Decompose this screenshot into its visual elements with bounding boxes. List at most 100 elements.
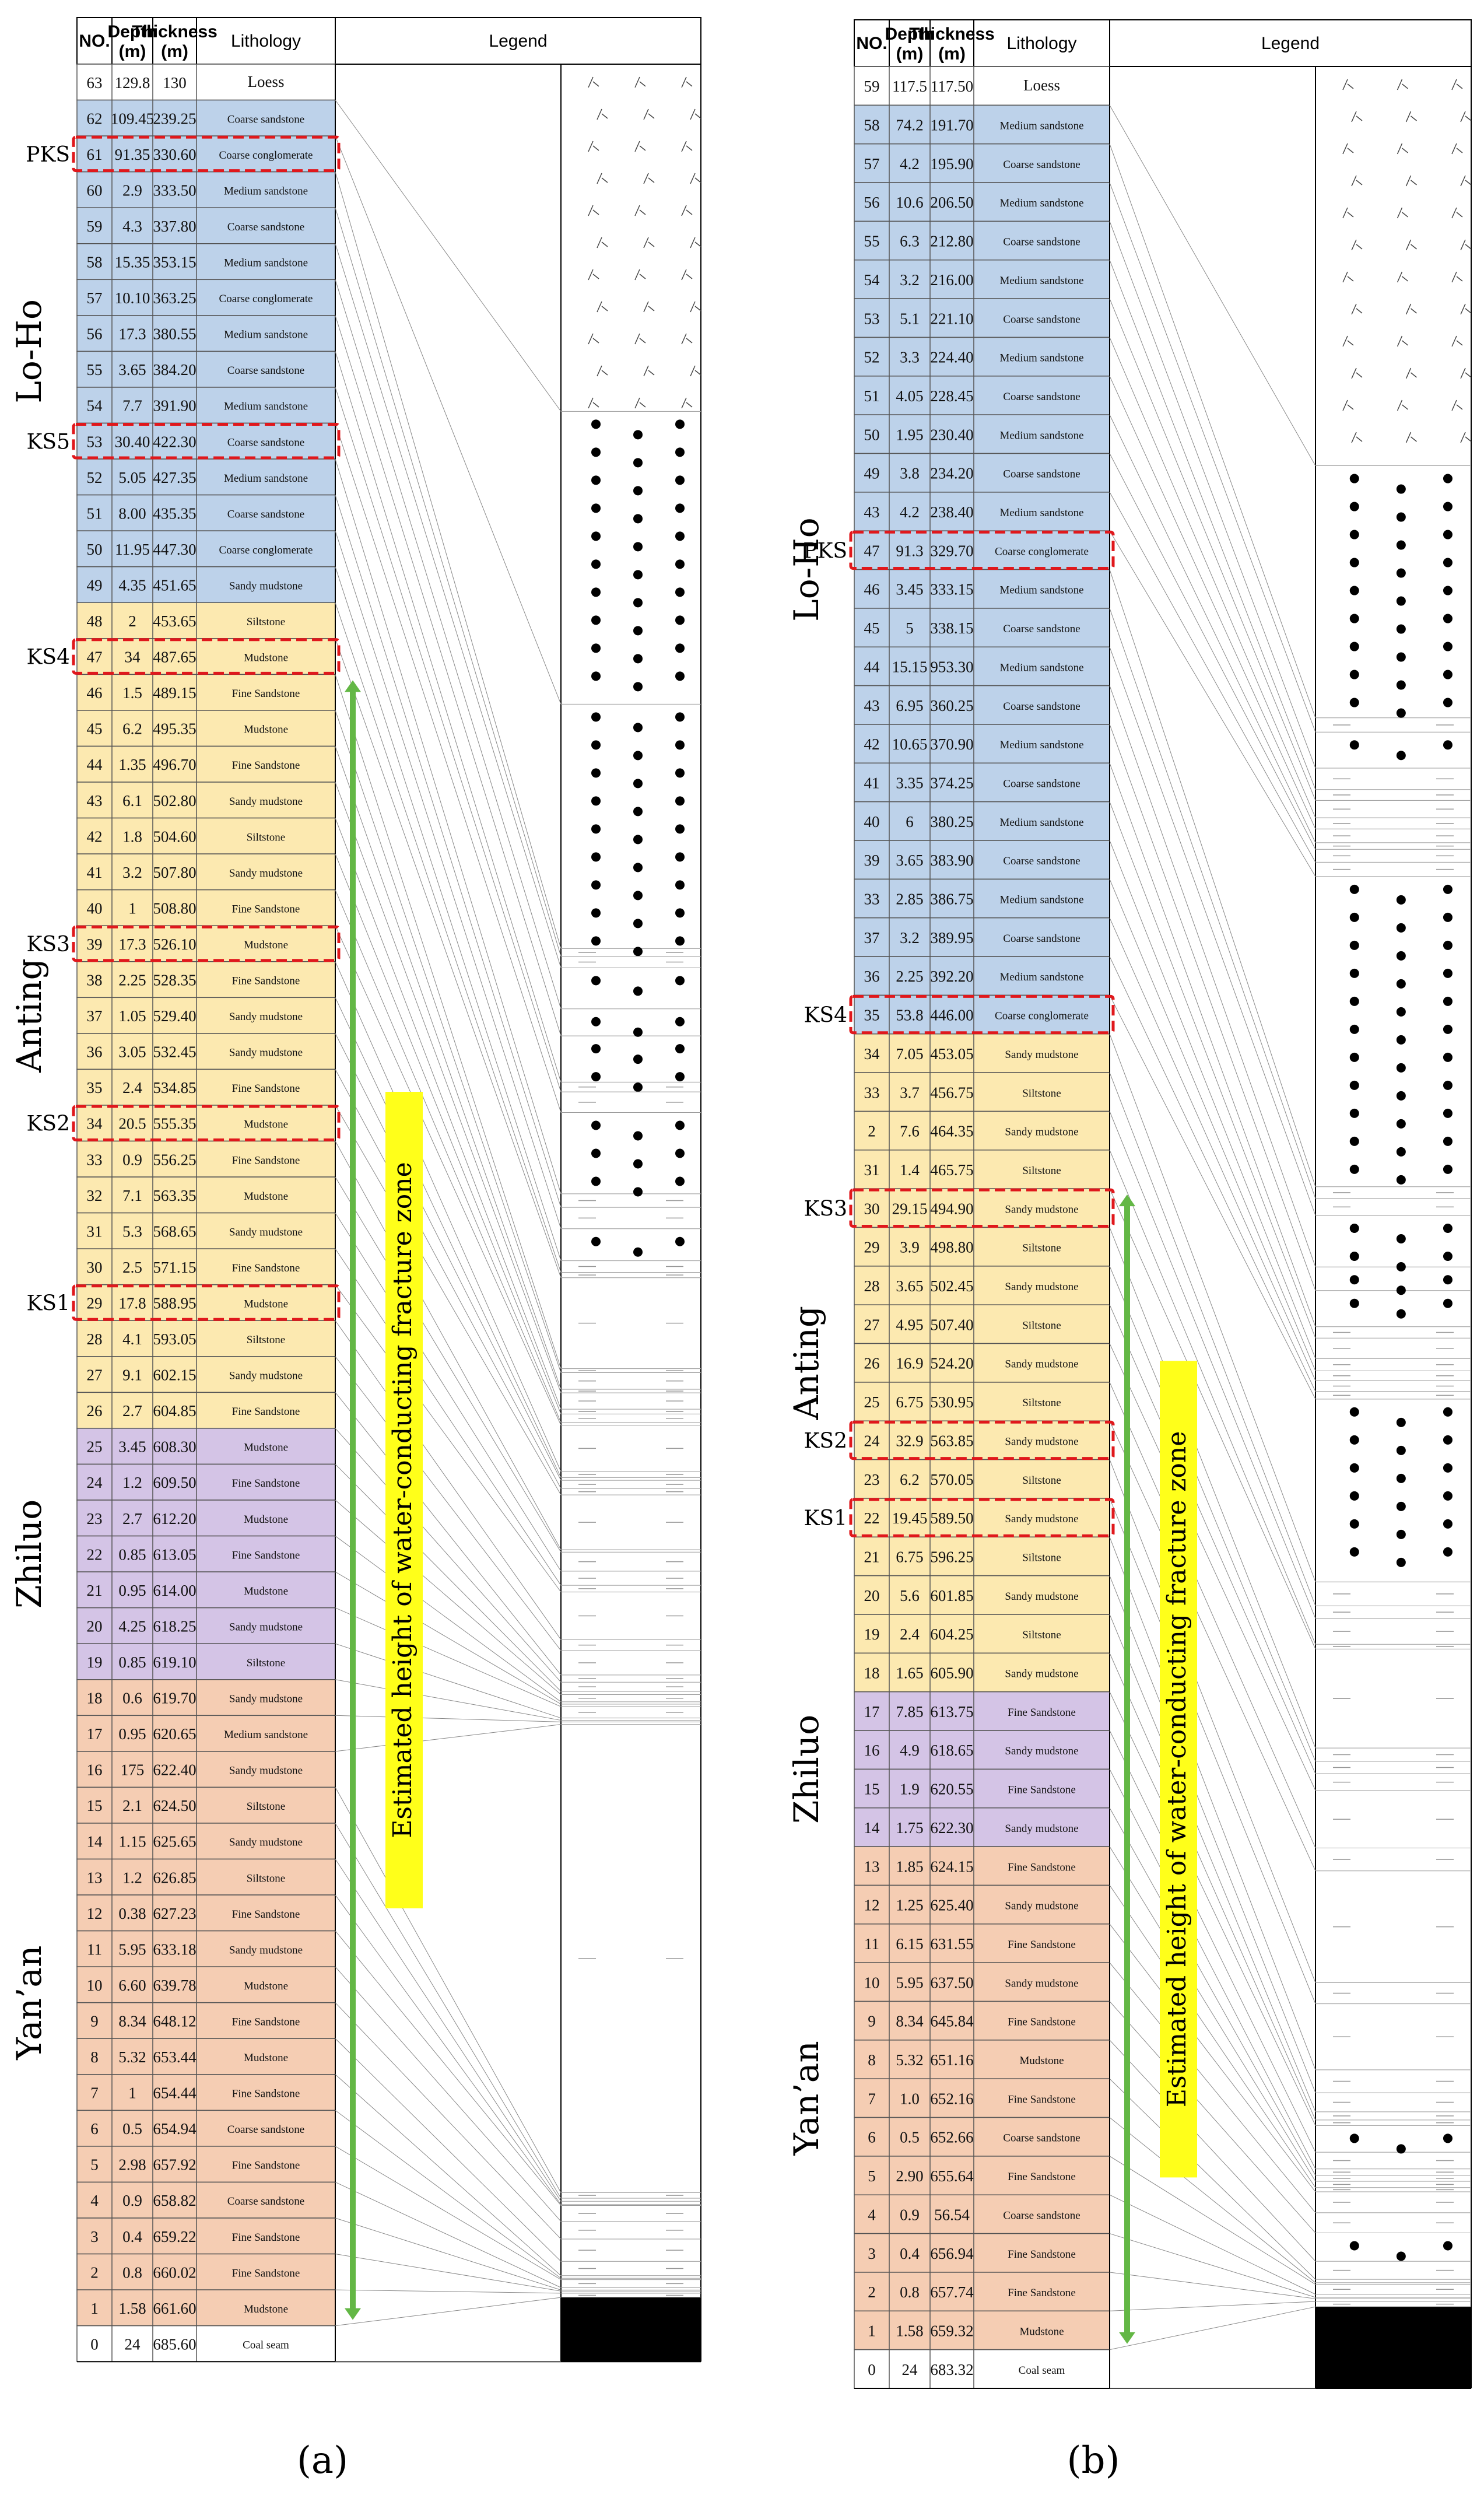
legend-band <box>1109 647 1471 1216</box>
cell-depth: 117.5 <box>892 78 927 95</box>
cell-lithology: Coarse sandstone <box>227 2195 304 2208</box>
cell-no: 12 <box>864 1897 880 1914</box>
cell-lithology: Medium sandstone <box>999 120 1083 132</box>
loess-symbol <box>1451 207 1463 219</box>
gravel-dot <box>633 1159 643 1169</box>
cell-thickness: 502.45 <box>930 1277 973 1295</box>
cell-no: 17 <box>864 1703 880 1721</box>
correlation-line <box>1109 1575 1316 2093</box>
row-bg <box>854 104 1110 145</box>
row-bg <box>76 2038 336 2075</box>
cell-lithology: Sandy mudstone <box>1005 1668 1078 1680</box>
cell-depth: 2.7 <box>122 1510 142 1527</box>
cell-thickness: 380.25 <box>930 813 973 831</box>
key-stratum-label: KS1 <box>804 1506 847 1530</box>
correlation-line <box>335 1679 562 1721</box>
header-legend: Legend <box>1261 34 1320 53</box>
gravel-dot <box>633 486 643 496</box>
formation-label: Yan’an <box>787 2041 826 2156</box>
cell-thickness: 570.05 <box>930 1471 973 1488</box>
correlation-line <box>1109 1304 1316 1774</box>
loess-symbol <box>634 141 646 152</box>
cell-no: 6 <box>90 2120 99 2138</box>
correlation-line <box>335 961 562 1472</box>
legend-band <box>1109 1343 1471 1791</box>
row-bg <box>854 298 1110 338</box>
gravel-dot <box>1349 884 1359 894</box>
cell-lithology: Sandy mudstone <box>1005 1358 1078 1371</box>
cell-depth: 2.25 <box>118 972 146 989</box>
cell-no: 52 <box>87 469 103 486</box>
gravel-dot <box>1396 596 1406 606</box>
cell-no: 51 <box>87 504 103 522</box>
gravel-dot <box>1349 1052 1359 1062</box>
cell-lithology: Mudstone <box>244 724 288 736</box>
correlation-line <box>1109 1614 1316 2112</box>
cell-depth: 1.4 <box>900 1161 920 1179</box>
row-bg <box>76 1786 336 1824</box>
loess-symbol <box>588 397 599 409</box>
cell-no: 39 <box>87 936 103 953</box>
loess-symbol <box>681 269 693 281</box>
legend-band <box>335 782 701 1393</box>
loess-symbol <box>1460 111 1472 122</box>
gravel-dot <box>1349 614 1359 623</box>
cell-lithology: Fine Sandstone <box>232 2231 300 2244</box>
legend-band <box>335 1679 701 1721</box>
loess-symbol <box>634 397 646 409</box>
gravel-dot <box>1443 968 1453 978</box>
cell-no: 42 <box>87 828 103 845</box>
loess-symbol <box>1351 239 1363 251</box>
row-bg <box>854 1652 1110 1693</box>
cell-lithology: Siltstone <box>1022 1087 1061 1099</box>
cell-depth: 7.6 <box>900 1123 920 1140</box>
cell-thickness: 529.40 <box>153 1007 196 1025</box>
cell-depth: 0.5 <box>900 2129 920 2146</box>
legend-band <box>1109 1227 1471 1749</box>
row-bg <box>854 2272 1110 2312</box>
cell-lithology: Fine Sandstone <box>232 2267 300 2279</box>
correlation-line <box>335 1176 562 1553</box>
row-bg <box>76 1858 336 1896</box>
cell-depth: 1.8 <box>122 828 142 845</box>
cell-no: 55 <box>864 233 880 250</box>
legend-band <box>335 1320 701 1640</box>
gravel-dot <box>1443 1080 1453 1090</box>
correlation-line <box>1109 2194 1316 2295</box>
legend-band <box>1109 763 1471 1327</box>
row-bg <box>854 182 1110 222</box>
legend-band <box>1109 2040 1471 2262</box>
cell-thickness: 370.90 <box>930 735 973 753</box>
loess-symbol <box>681 333 693 345</box>
correlation-line <box>335 495 562 1208</box>
correlation-line <box>335 243 562 968</box>
gravel-dot <box>1349 642 1359 651</box>
correlation-line <box>1109 1072 1316 1606</box>
header-depth-unit: (m) <box>119 42 146 61</box>
loess-symbol <box>1351 303 1363 315</box>
correlation-line <box>1109 492 1316 863</box>
cell-no: 19 <box>87 1653 103 1671</box>
cell-no: 31 <box>87 1222 103 1240</box>
correlation-line <box>1109 105 1316 466</box>
correlation-line <box>335 818 562 1410</box>
cell-no: 15 <box>87 1797 103 1814</box>
cell-depth: 1.58 <box>118 2300 146 2317</box>
legend-band <box>1109 1072 1471 1606</box>
cell-no: 5 <box>868 2167 876 2185</box>
legend-band <box>1109 917 1471 1381</box>
cell-thickness: 613.75 <box>930 1703 973 1721</box>
legend-band <box>335 76 701 412</box>
key-stratum-box <box>849 1188 1115 1228</box>
cell-thickness: 465.75 <box>930 1161 973 1179</box>
cell-depth: 10.10 <box>115 289 150 307</box>
cell-no: 44 <box>864 658 880 675</box>
